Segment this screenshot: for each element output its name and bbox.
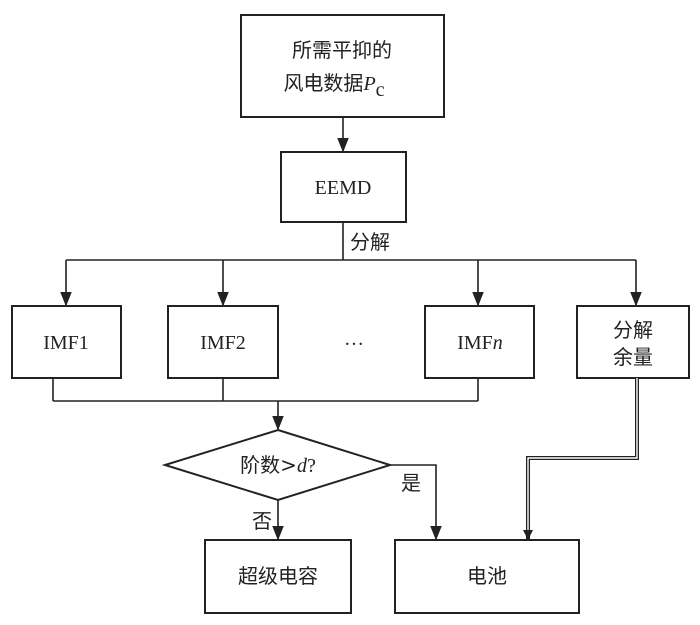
imf1-label: IMF1 [43,332,89,354]
imf2-label: IMF2 [200,332,246,354]
battery-label: 电池 [467,564,507,588]
imf1-box: IMF1 [11,305,122,379]
decision-diamond: 阶数>d? [161,428,394,502]
no-label: 否 [252,509,272,533]
battery-box: 电池 [394,539,580,614]
residual-box: 分解 余量 [576,305,690,379]
decision-var: d [297,455,308,477]
imfn-box: IMFn [424,305,535,379]
source-box: 所需平抑的 风电数据Pc [240,14,445,118]
residual-line1: 分解 [613,318,653,342]
source-line2-text: 风电数据 [283,71,363,95]
decision-suffix: ? [307,455,316,477]
supercap-label: 超级电容 [238,564,318,588]
decision-prefix: 阶数> [240,453,297,477]
source-sub: c [376,79,385,101]
imf2-box: IMF2 [167,305,279,379]
source-line2: 风电数据Pc [283,71,384,101]
source-line1: 所需平抑的 [292,38,392,62]
decompose-label: 分解 [350,230,390,254]
imfn-var: n [493,332,503,354]
arrow-yes [390,464,442,541]
imfn-prefix: IMF [457,332,493,354]
source-var: P [362,73,375,95]
eemd-label: EEMD [315,177,372,199]
imfn-label: IMFn [457,332,503,354]
decision-label: 阶数>d? [240,453,316,477]
yes-label: 是 [401,471,421,495]
residual-line2: 余量 [613,345,653,369]
eemd-box: EEMD [280,151,407,223]
supercap-box: 超级电容 [204,539,352,614]
ellipsis: … [344,328,364,350]
residual-arrowhead [523,530,533,540]
residual-path-inner [527,378,638,536]
